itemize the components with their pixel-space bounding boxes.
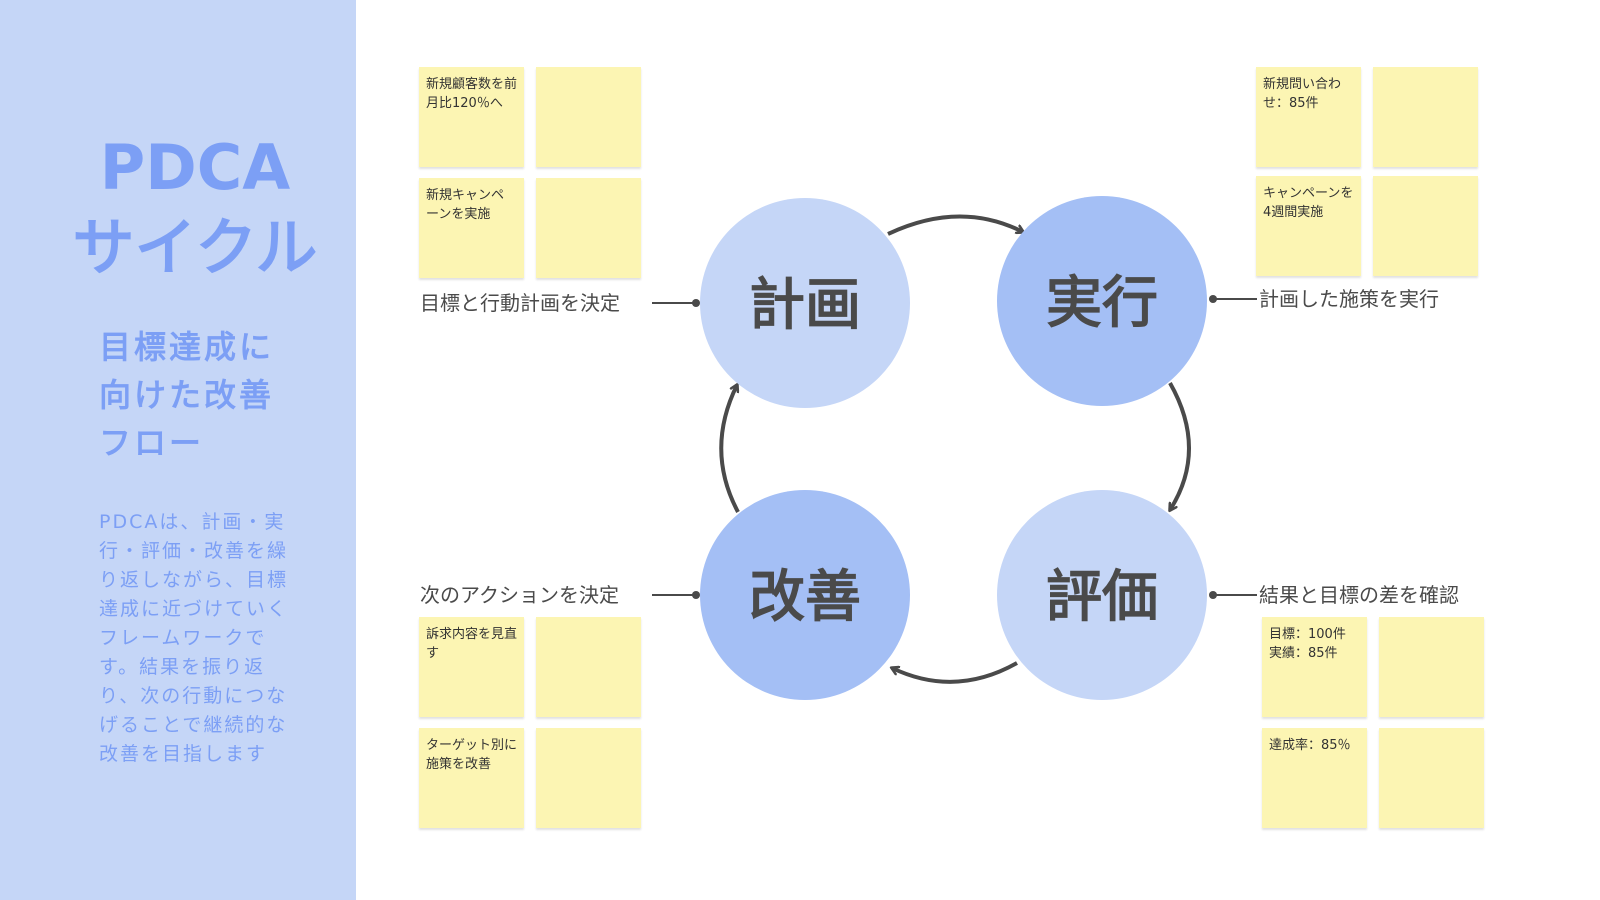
- sticky-note: [536, 617, 641, 717]
- sticky-note: 新規キャンペーンを実施: [419, 178, 524, 278]
- caption-check: 結果と目標の差を確認: [1259, 583, 1459, 607]
- sticky-note: 目標：100件 実績：85件: [1262, 617, 1367, 717]
- sticky-note: [536, 67, 641, 167]
- sidebar-title: PDCA サイクル: [72, 131, 318, 284]
- phase-act-label: 改善: [749, 565, 861, 630]
- phase-plan: 計画: [700, 198, 910, 408]
- phase-do: 実行: [997, 196, 1207, 406]
- arrow-plan-to-do: [887, 214, 1023, 236]
- sidebar: PDCA サイクル 目標達成に 向けた改善 フロー PDCAは、計画・実行・評価…: [0, 0, 356, 900]
- sticky-note: 達成率：85％: [1262, 728, 1367, 828]
- caption-plan: 目標と行動計画を決定: [420, 291, 620, 315]
- arrow-do-to-check: [1170, 382, 1191, 510]
- sticky-note: 訴求内容を見直す: [419, 617, 524, 717]
- sticky-note: ターゲット別に施策を改善: [419, 728, 524, 828]
- sticky-note: キャンペーンを4週間実施: [1256, 176, 1361, 276]
- connector-do: [1209, 295, 1257, 303]
- sticky-note: 新規顧客数を前月比120％へ: [419, 67, 524, 167]
- phase-do-label: 実行: [1046, 271, 1158, 336]
- sidebar-subtitle: 目標達成に 向けた改善 フロー: [99, 328, 275, 462]
- sticky-note: [1373, 176, 1478, 276]
- connector-plan: [652, 299, 700, 307]
- sticky-note: [1379, 728, 1484, 828]
- phase-check: 評価: [997, 490, 1207, 700]
- sticky-note: [536, 178, 641, 278]
- sticky-note: [1373, 67, 1478, 167]
- sticky-note: [536, 728, 641, 828]
- arrow-act-to-plan: [719, 385, 740, 513]
- connector-act: [652, 591, 700, 599]
- caption-act: 次のアクションを決定: [420, 583, 619, 607]
- sticky-note: 新規問い合わせ：85件: [1256, 67, 1361, 167]
- caption-do: 計画した施策を実行: [1259, 287, 1439, 311]
- phase-plan-label: 計画: [749, 273, 861, 338]
- phase-act: 改善: [700, 490, 910, 700]
- connector-check: [1209, 591, 1257, 599]
- arrow-check-to-act: [892, 661, 1018, 684]
- sidebar-description: PDCAは、計画・実行・評価・改善を繰り返しながら、目標達成に近づけていくフレー…: [99, 511, 289, 765]
- phase-check-label: 評価: [1046, 565, 1158, 630]
- sticky-note: [1379, 617, 1484, 717]
